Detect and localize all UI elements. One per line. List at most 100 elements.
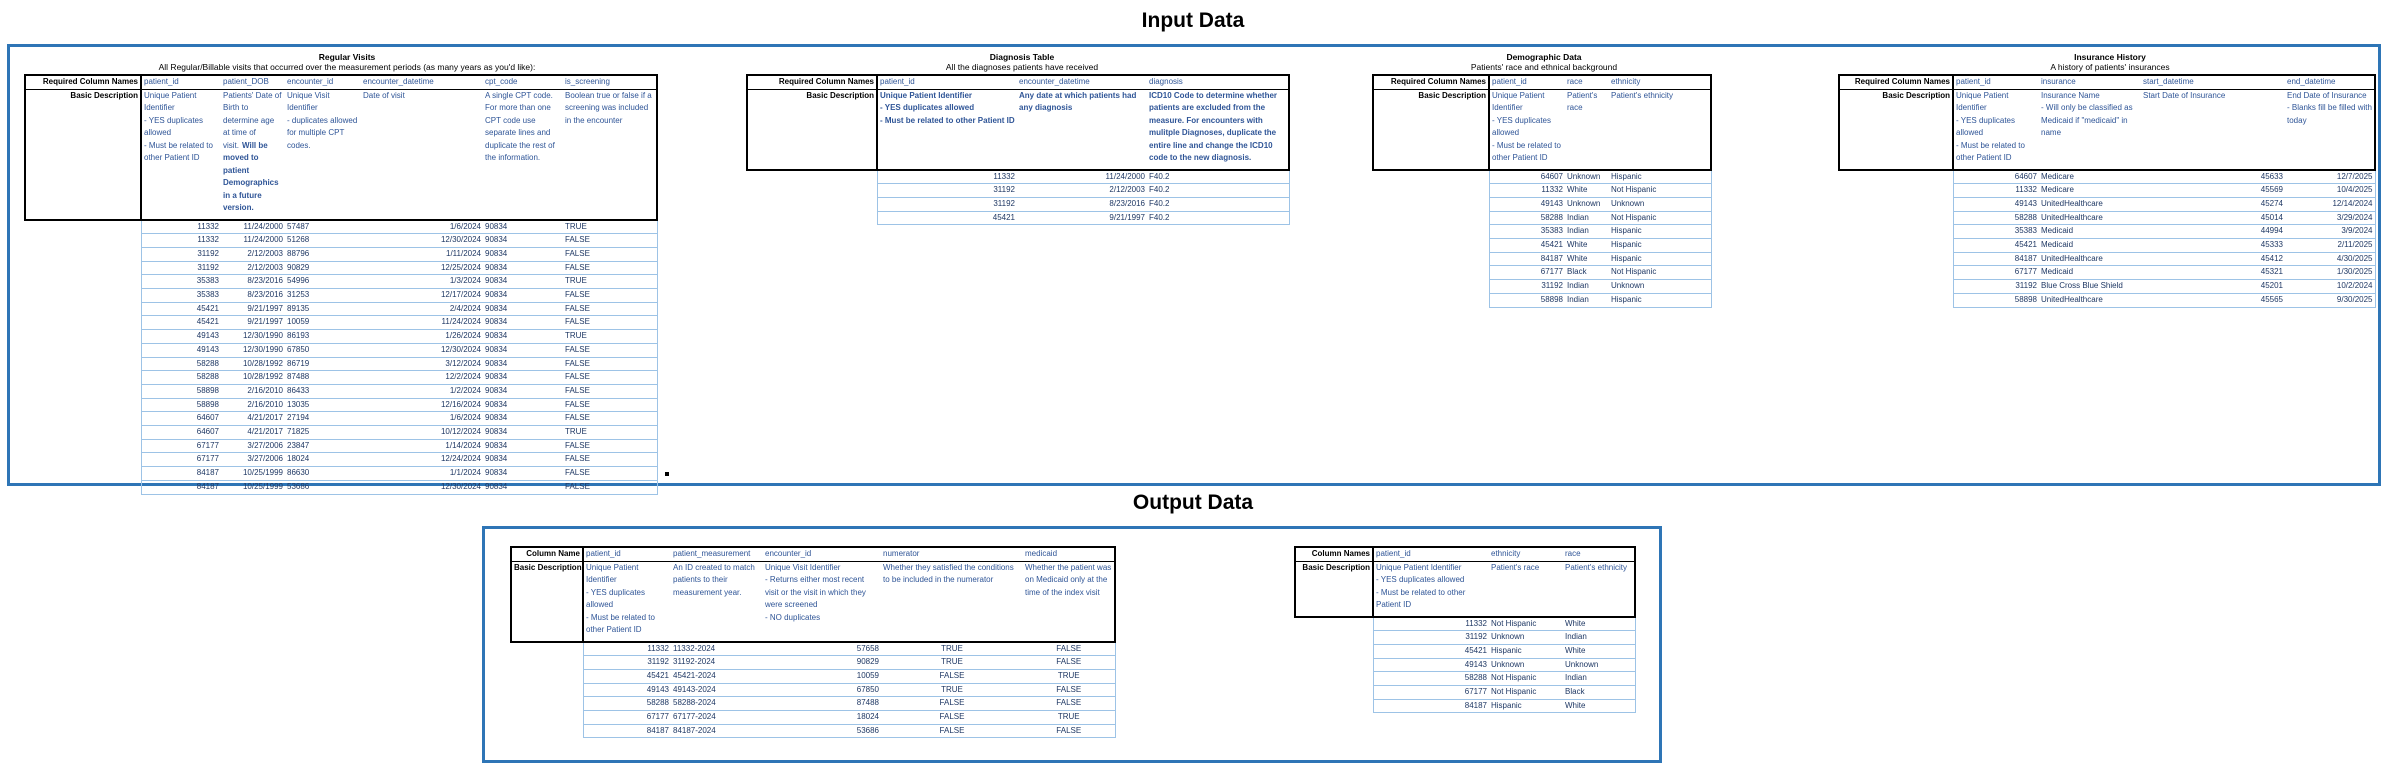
table-cell[interactable]: 45421 [140, 315, 221, 331]
table-cell[interactable]: 90834 [483, 233, 563, 248]
table-cell[interactable]: 31253 [285, 288, 361, 303]
table-cell[interactable]: FALSE [563, 247, 658, 262]
table-cell[interactable]: 31192 [140, 261, 221, 276]
table-cell[interactable]: Not Hispanic [1609, 265, 1712, 281]
table-cell[interactable]: Not Hispanic [1609, 211, 1712, 226]
table-cell[interactable]: 64607 [140, 425, 221, 440]
table-cell[interactable]: TRUE [563, 219, 658, 235]
table-cell[interactable]: 45421 [1488, 238, 1565, 253]
table-cell[interactable]: 67177-2024 [671, 710, 763, 725]
table-cell[interactable]: TRUE [563, 274, 658, 290]
table-cell[interactable]: Black [1563, 685, 1636, 700]
table-cell[interactable]: 2/11/2025 [2285, 238, 2376, 253]
table-cell[interactable]: 45421 [582, 669, 671, 684]
table-cell[interactable]: 10/2/2024 [2285, 279, 2376, 294]
table-cell[interactable]: 45421-2024 [671, 669, 763, 684]
table-cell[interactable]: 12/24/2024 [361, 452, 483, 468]
column-header-patient-id[interactable]: patient_id [876, 74, 1017, 90]
table-cell[interactable]: 58898 [1488, 293, 1565, 308]
table-cell[interactable]: 84187 [140, 480, 221, 495]
table-cell[interactable]: 10059 [763, 669, 881, 684]
table-cell[interactable]: 3/12/2024 [361, 357, 483, 372]
table-cell[interactable]: 44994 [2141, 224, 2285, 240]
table-cell[interactable]: 11332 [140, 219, 221, 235]
table-cell[interactable]: FALSE [563, 370, 658, 385]
table-cell[interactable]: FALSE [881, 669, 1023, 684]
table-cell[interactable]: Medicare [2039, 183, 2141, 198]
table-cell[interactable]: 90834 [483, 384, 563, 399]
table-cell[interactable]: 31192 [1952, 279, 2039, 294]
table-cell[interactable]: 2/16/2010 [221, 398, 285, 413]
table-cell[interactable]: FALSE [563, 302, 658, 317]
table-cell[interactable]: Not Hispanic [1489, 685, 1563, 700]
table-cell[interactable]: 58898 [140, 398, 221, 413]
table-cell[interactable]: UnitedHealthcare [2039, 197, 2141, 212]
table-cell[interactable]: TRUE [563, 425, 658, 440]
table-cell[interactable]: 11/24/2000 [221, 233, 285, 248]
table-cell[interactable]: 11332 [140, 233, 221, 248]
table-cell[interactable]: 10059 [285, 315, 361, 331]
table-cell[interactable]: 4/21/2017 [221, 411, 285, 427]
table-cell[interactable]: 23847 [285, 439, 361, 454]
column-header-ethnicity[interactable]: ethnicity [1489, 546, 1563, 562]
table-cell[interactable]: 11/24/2000 [221, 219, 285, 235]
table-cell[interactable]: 90834 [483, 274, 563, 290]
table-cell[interactable]: 35383 [1952, 224, 2039, 240]
table-cell[interactable]: White [1565, 252, 1609, 267]
table-cell[interactable]: Indian [1563, 671, 1636, 687]
column-header-encounter-datetime[interactable]: encounter_datetime [361, 74, 483, 90]
table-cell[interactable]: 1/14/2024 [361, 439, 483, 454]
table-cell[interactable]: 10/28/1992 [221, 357, 285, 372]
table-cell[interactable]: 45569 [2141, 183, 2285, 198]
table-cell[interactable]: F40.2 [1147, 169, 1290, 185]
column-header-patient-id[interactable]: patient_id [582, 546, 671, 562]
table-cell[interactable]: FALSE [563, 452, 658, 468]
table-cell[interactable]: FALSE [563, 233, 658, 248]
table-cell[interactable]: TRUE [881, 641, 1023, 657]
table-cell[interactable]: 12/30/1990 [221, 329, 285, 344]
table-cell[interactable]: 90834 [483, 370, 563, 385]
table-cell[interactable]: 18024 [285, 452, 361, 468]
table-cell[interactable]: 10/4/2025 [2285, 183, 2376, 198]
table-cell[interactable]: 45421 [876, 211, 1017, 226]
table-cell[interactable]: TRUE [1023, 669, 1116, 684]
table-cell[interactable]: 11332 [1488, 183, 1565, 198]
table-cell[interactable]: 12/30/2024 [361, 343, 483, 358]
table-cell[interactable]: FALSE [563, 343, 658, 358]
table-cell[interactable]: Blue Cross Blue Shield [2039, 279, 2141, 294]
table-cell[interactable]: 1/2/2024 [361, 384, 483, 399]
table-cell[interactable]: 49143 [1952, 197, 2039, 212]
column-header-diagnosis[interactable]: diagnosis [1147, 74, 1290, 90]
table-cell[interactable]: Indian [1565, 211, 1609, 226]
column-header-patient-id[interactable]: patient_id [140, 74, 221, 90]
table-cell[interactable]: 45014 [2141, 211, 2285, 226]
table-cell[interactable]: FALSE [1023, 724, 1116, 739]
table-cell[interactable]: 18024 [763, 710, 881, 725]
table-cell[interactable]: 4/30/2025 [2285, 252, 2376, 267]
table-cell[interactable]: 12/7/2025 [2285, 169, 2376, 185]
table-cell[interactable]: 3/29/2024 [2285, 211, 2376, 226]
table-cell[interactable]: Not Hispanic [1489, 671, 1563, 687]
table-cell[interactable]: 84187 [140, 466, 221, 481]
table-cell[interactable]: 2/4/2024 [361, 302, 483, 317]
table-cell[interactable]: UnitedHealthcare [2039, 293, 2141, 308]
table-cell[interactable]: 90834 [483, 315, 563, 331]
table-cell[interactable]: 10/25/1999 [221, 466, 285, 481]
table-cell[interactable]: White [1565, 238, 1609, 253]
table-cell[interactable]: FALSE [563, 411, 658, 427]
column-header-is-screening[interactable]: is_screening [563, 74, 658, 90]
table-cell[interactable]: 11/24/2024 [361, 315, 483, 331]
column-header-patient-measurement[interactable]: patient_measurement [671, 546, 763, 562]
column-header-ethnicity[interactable]: ethnicity [1609, 74, 1712, 90]
table-cell[interactable]: 11332-2024 [671, 641, 763, 657]
table-cell[interactable]: 90834 [483, 261, 563, 276]
table-cell[interactable]: 58898 [1952, 293, 2039, 308]
table-cell[interactable]: 87488 [285, 370, 361, 385]
table-cell[interactable]: Indian [1565, 224, 1609, 240]
table-cell[interactable]: 11332 [582, 641, 671, 657]
column-header-encounter-datetime[interactable]: encounter_datetime [1017, 74, 1147, 90]
table-cell[interactable]: 45201 [2141, 279, 2285, 294]
table-cell[interactable]: Hispanic [1609, 224, 1712, 240]
table-cell[interactable]: 67177 [582, 710, 671, 725]
table-cell[interactable]: 86433 [285, 384, 361, 399]
